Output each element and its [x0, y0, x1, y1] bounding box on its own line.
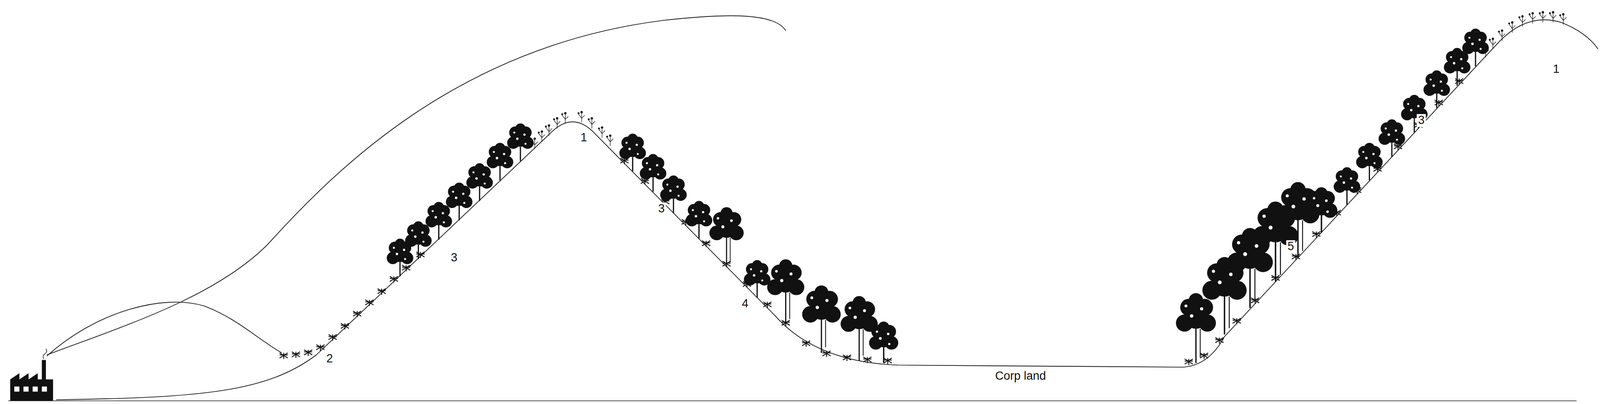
- area-label: Corp land: [993, 369, 1048, 383]
- callout-number: 4: [740, 297, 750, 311]
- callout-number: 3: [1416, 114, 1426, 128]
- callout-number: 3: [656, 202, 666, 216]
- callout-number: 2: [324, 352, 334, 366]
- callout-number: 5: [1285, 240, 1296, 254]
- callout-number: 3: [449, 251, 459, 265]
- callout-number: 1: [1551, 62, 1561, 76]
- callout-number: 1: [579, 131, 589, 145]
